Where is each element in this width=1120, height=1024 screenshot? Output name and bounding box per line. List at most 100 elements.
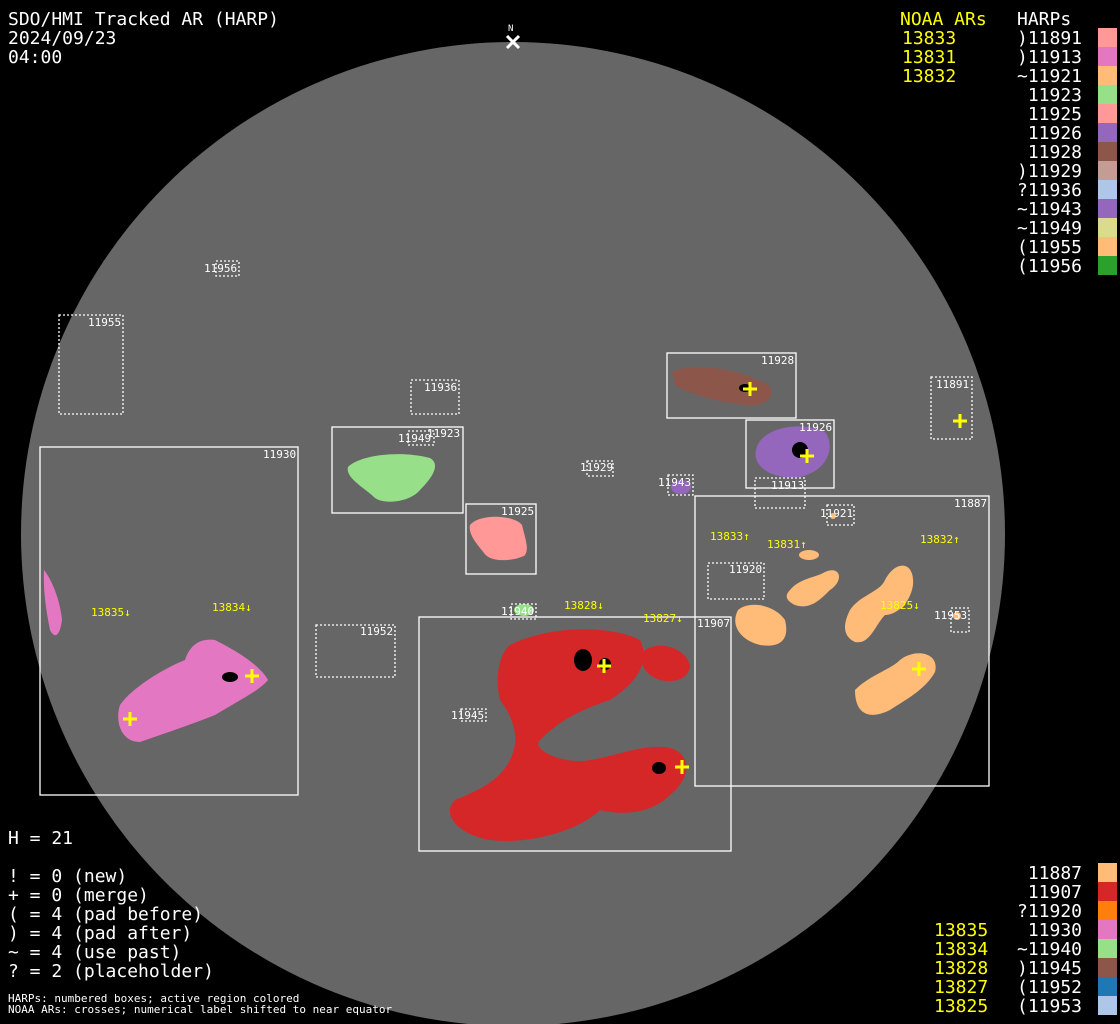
harp-item: ~11940 (1017, 939, 1083, 960)
status-count-line: ~ = 4 (use past) (8, 942, 182, 963)
harp-color-swatch (1098, 47, 1117, 66)
noaa-label: 13831↑ (767, 538, 807, 551)
harp-color-swatch (1098, 977, 1117, 996)
noaa-ar-item: 13831 (902, 47, 957, 68)
region-11930b (43, 570, 62, 636)
noaa-ar-item: 13832 (902, 66, 957, 87)
region-11923 (347, 454, 436, 502)
noaa-ar-item: 13835 (934, 920, 989, 941)
region-11907 (449, 629, 687, 841)
noaa-ar-item: 13825 (934, 996, 989, 1017)
noaa-label: 13827↓ (643, 612, 683, 625)
harp-item: 11926 (1017, 123, 1083, 144)
harp-label: 11940 (501, 605, 534, 618)
harp-box-11921 (826, 504, 855, 526)
harp-item: (11956 (1017, 256, 1083, 277)
harp-item: 11887 (1017, 863, 1083, 884)
harp-box-11953 (950, 607, 970, 633)
harp-item: )11929 (1017, 161, 1083, 182)
harp-label: 11920 (729, 563, 762, 576)
harp-box-11936 (410, 379, 460, 415)
harp-item: (11955 (1017, 237, 1083, 258)
harps-heading: HARPs (1017, 9, 1072, 30)
harp-item: (11953 (1017, 996, 1083, 1017)
harp-label: 11923 (427, 427, 460, 440)
harp-item: )11913 (1017, 47, 1083, 68)
region-11940 (514, 604, 534, 616)
noaa-label: 13835↓ (91, 606, 131, 619)
noaa-label: 13833↑ (710, 530, 750, 543)
harp-count: H = 21 (8, 828, 74, 849)
status-count-line: + = 0 (merge) (8, 885, 149, 906)
harp-color-swatch (1098, 237, 1117, 256)
harp-item: ?11920 (1017, 901, 1083, 922)
harp-label: 11952 (360, 625, 393, 638)
harp-item: (11952 (1017, 977, 1083, 998)
noaa-label: 13834↓ (212, 601, 252, 614)
region-11928 (672, 367, 772, 406)
harp-color-swatch (1098, 180, 1117, 199)
harp-box-11940 (510, 603, 537, 620)
harp-label: 11930 (263, 448, 296, 461)
harp-boxes (39, 260, 990, 852)
noaa-ar-item: 13833 (902, 28, 957, 49)
harp-box-11943 (667, 474, 694, 496)
harp-item: ~11921 (1017, 66, 1083, 87)
harp-label: 11936 (424, 381, 457, 394)
harp-box-11907 (418, 616, 732, 852)
harp-box-11929 (586, 460, 614, 477)
harp-item: 11930 (1017, 920, 1083, 941)
harp-color-swatch (1098, 863, 1117, 882)
harp-color-swatch (1098, 218, 1117, 237)
noaa-heading: NOAA ARs (900, 9, 987, 30)
harp-color-swatch (1098, 66, 1117, 85)
harp-label: 11929 (580, 461, 613, 474)
harp-item: )11891 (1017, 28, 1083, 49)
status-count-line: ? = 2 (placeholder) (8, 961, 214, 982)
harp-item: ~11949 (1017, 218, 1083, 239)
harp-labels: 11956 11955 11936 11928 11891 11926 1192… (88, 262, 987, 722)
status-count-line: ) = 4 (pad after) (8, 923, 193, 944)
noaa-ar-item: 13828 (934, 958, 989, 979)
noaa-labels: 13833↑ 13831↑ 13832↑ 13835↓ 13834↓ 13828… (91, 530, 960, 625)
harp-label: 11943 (658, 476, 691, 489)
harp-box-11956 (215, 260, 240, 277)
harp-label: 11926 (799, 421, 832, 434)
harp-label: 11953 (934, 609, 967, 622)
noaa-ar-item: 13834 (934, 939, 989, 960)
harp-item: )11945 (1017, 958, 1083, 979)
harp-label: 11949 (398, 432, 431, 445)
harp-color-swatch (1098, 142, 1117, 161)
region-11930 (118, 639, 269, 742)
harp-label: 11891 (936, 378, 969, 391)
harp-label: 11955 (88, 316, 121, 329)
harp-label: 11887 (954, 497, 987, 510)
note-noaa: NOAA ARs: crosses; numerical label shift… (8, 1003, 393, 1016)
harp-label: 11945 (451, 709, 484, 722)
harp-color-swatch (1098, 123, 1117, 142)
north-label: N (508, 24, 513, 34)
region-11943 (671, 480, 691, 494)
harp-box-11949 (407, 430, 435, 446)
noaa-label: 13828↓ (564, 599, 604, 612)
noaa-label: 13832↑ (920, 533, 960, 546)
date: 2024/09/23 (8, 28, 117, 49)
harp-box-11928 (666, 352, 797, 419)
harp-box-11913 (754, 477, 806, 509)
harp-label: 11956 (204, 262, 237, 275)
harp-item: 11925 (1017, 104, 1083, 125)
harp-color-swatch (1098, 104, 1117, 123)
status-count-line: ( = 4 (pad before) (8, 904, 204, 925)
region-11907b (642, 645, 690, 682)
harp-item: ~11943 (1017, 199, 1083, 220)
harp-label: 11907 (697, 617, 730, 630)
harp-label: 11925 (501, 505, 534, 518)
harp-item: ?11936 (1017, 180, 1083, 201)
harp-color-swatch (1098, 882, 1117, 901)
harp-box-11955 (58, 314, 124, 415)
harp-box-11945 (460, 708, 487, 722)
harp-box-11920 (707, 562, 765, 600)
noaa-ar-item: 13827 (934, 977, 989, 998)
note-harps: HARPs: numbered boxes; active region col… (8, 992, 300, 1005)
